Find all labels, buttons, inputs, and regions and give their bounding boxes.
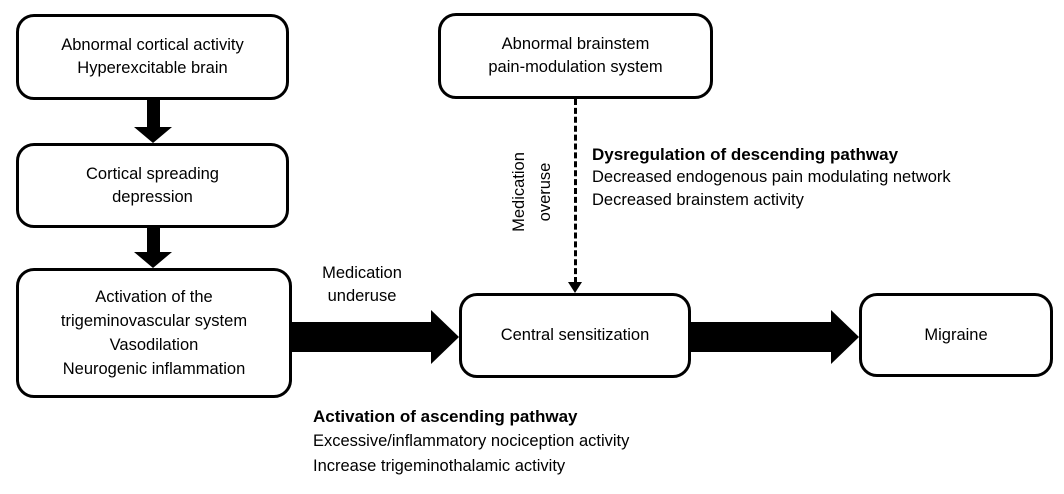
arrow-shaft (146, 100, 160, 127)
annotation-descending-pathway: Dysregulation of descending pathway Decr… (592, 143, 1012, 212)
annotation-descending-body: Decreased endogenous pain modulating net… (592, 168, 951, 209)
arrow-head (134, 127, 172, 143)
box-trigeminovascular-activation: Activation of the trigeminovascular syst… (16, 268, 292, 398)
box-cortical-spreading-depression: Cortical spreading depression (16, 143, 289, 228)
box-migraine: Migraine (859, 293, 1053, 377)
label-medication-underuse: Medication underuse (322, 264, 402, 305)
arrow-shaft (146, 228, 160, 252)
box-central-sensitization: Central sensitization (459, 293, 691, 378)
box-trigeminovascular-activation-label: Activation of the trigeminovascular syst… (60, 288, 248, 378)
dashed-arrow-brainstem-to-central-icon (574, 99, 577, 283)
arrow-central-to-migraine-icon (691, 310, 859, 364)
box-cortical-spreading-depression-label: Cortical spreading depression (86, 164, 219, 206)
arrow-head (431, 310, 459, 364)
box-abnormal-brainstem: Abnormal brainstem pain-modulation syste… (438, 13, 713, 99)
label-medication-overuse: Medication overuse (510, 152, 554, 232)
arrow-shaft (691, 322, 832, 352)
annotation-descending-title: Dysregulation of descending pathway (592, 145, 899, 164)
arrow-head (831, 310, 859, 364)
box-migraine-label: Migraine (924, 325, 988, 344)
arrow-head (134, 252, 172, 268)
annotation-ascending-pathway: Activation of ascending pathway Excessiv… (313, 405, 733, 479)
box-central-sensitization-label: Central sensitization (500, 326, 650, 344)
box-abnormal-brainstem-label: Abnormal brainstem pain-modulation syste… (488, 35, 663, 76)
arrow-csd-to-trigeminovascular-icon (134, 228, 172, 268)
dashed-arrow-head-icon (568, 282, 582, 293)
box-abnormal-cortical-activity-label: Abnormal cortical activity Hyperexcitabl… (61, 36, 244, 77)
arrow-shaft (292, 322, 432, 352)
annotation-ascending-title: Activation of ascending pathway (313, 407, 578, 426)
arrow-trigeminovascular-to-central-icon (292, 310, 459, 364)
annotation-ascending-body: Excessive/inflammatory nociception activ… (313, 432, 630, 475)
arrow-cortical-to-csd-icon (134, 100, 172, 143)
box-abnormal-cortical-activity: Abnormal cortical activity Hyperexcitabl… (16, 14, 289, 100)
